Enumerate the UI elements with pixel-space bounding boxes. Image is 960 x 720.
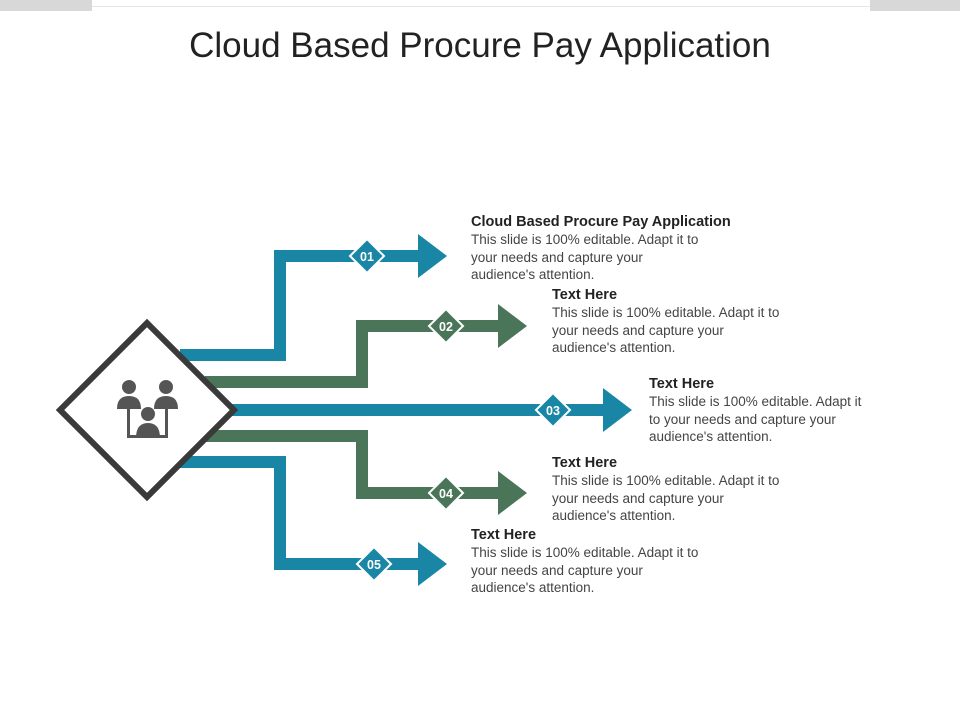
badge-03: 03 bbox=[534, 391, 572, 429]
step-body-line: your needs and capture your bbox=[552, 322, 724, 338]
badge-number-05: 05 bbox=[367, 558, 381, 572]
corner-bar-left bbox=[0, 0, 92, 11]
arrow-head-05 bbox=[418, 542, 447, 586]
step-heading-05: Text Here bbox=[471, 527, 537, 543]
badge-number-04: 04 bbox=[439, 487, 453, 501]
badge-01: 01 bbox=[348, 237, 386, 275]
step-body-line: This slide is 100% editable. Adapt it to bbox=[552, 473, 780, 488]
step-body-line: your needs and capture your bbox=[471, 562, 643, 578]
arrow-head-04 bbox=[498, 471, 527, 515]
step-text-04: Text Here This slide is 100% editable. A… bbox=[552, 455, 779, 525]
connector-05 bbox=[180, 456, 425, 570]
step-heading-04: Text Here bbox=[552, 455, 618, 471]
step-body-line: to your needs and capture your bbox=[649, 411, 836, 427]
badge-number-01: 01 bbox=[360, 250, 374, 264]
step-body-05: This slide is 100% editable. Adapt it to… bbox=[471, 544, 698, 597]
step-body-line: audience's attention. bbox=[552, 508, 676, 523]
people-group-icon bbox=[117, 380, 178, 438]
step-text-03: Text Here This slide is 100% editable. A… bbox=[649, 376, 861, 446]
step-body-line: your needs and capture your bbox=[552, 490, 724, 506]
step-body-line: This slide is 100% editable. Adapt it to bbox=[552, 305, 780, 320]
step-body-line: audience's attention. bbox=[552, 340, 676, 355]
step-text-05: Text Here This slide is 100% editable. A… bbox=[471, 527, 698, 597]
arrow-head-01 bbox=[418, 234, 447, 278]
step-body-03: This slide is 100% editable. Adapt it to… bbox=[649, 393, 861, 446]
step-heading-02: Text Here bbox=[552, 287, 618, 303]
step-body-01: This slide is 100% editable. Adapt it to… bbox=[471, 231, 731, 284]
step-text-02: Text Here This slide is 100% editable. A… bbox=[552, 287, 779, 357]
arrow-head-03 bbox=[603, 388, 632, 432]
step-body-line: audience's attention. bbox=[471, 267, 595, 282]
slide-title: Cloud Based Procure Pay Application bbox=[189, 26, 771, 65]
step-body-line: audience's attention. bbox=[471, 580, 595, 595]
badge-05: 05 bbox=[355, 545, 393, 583]
step-heading-03: Text Here bbox=[649, 376, 715, 392]
step-body-line: This slide is 100% editable. Adapt it to bbox=[471, 545, 699, 560]
badge-04: 04 bbox=[427, 474, 465, 512]
step-body-04: This slide is 100% editable. Adapt it to… bbox=[552, 472, 779, 525]
step-body-line: audience's attention. bbox=[649, 429, 773, 444]
step-heading-01: Cloud Based Procure Pay Application bbox=[471, 214, 731, 230]
step-body-line: your needs and capture your bbox=[471, 249, 643, 265]
badge-number-03: 03 bbox=[546, 404, 560, 418]
badge-number-02: 02 bbox=[439, 320, 453, 334]
corner-bar-right bbox=[870, 0, 960, 11]
step-body-line: This slide is 100% editable. Adapt it bbox=[649, 394, 862, 409]
arrow-head-02 bbox=[498, 304, 527, 348]
step-body-02: This slide is 100% editable. Adapt it to… bbox=[552, 304, 779, 357]
connector-01 bbox=[180, 250, 425, 361]
top-rule bbox=[92, 6, 870, 7]
step-body-line: This slide is 100% editable. Adapt it to bbox=[471, 232, 699, 247]
step-text-01: Cloud Based Procure Pay Application This… bbox=[471, 214, 731, 284]
badge-02: 02 bbox=[427, 307, 465, 345]
